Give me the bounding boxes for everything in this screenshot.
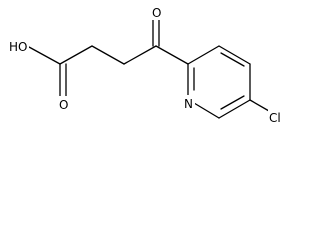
atom-label-ring-nitrogen: N <box>184 97 193 111</box>
atom-label-ketone-oxygen: O <box>152 6 161 20</box>
molecule-structure: HO O O N Cl <box>9 6 281 125</box>
atom-label-acid-oxygen: O <box>59 98 68 112</box>
molecule-diagram: HO O O N Cl <box>9 6 281 125</box>
ring-bond-c2-c3 <box>187 45 220 65</box>
bond-ring-chlorine <box>249 99 270 112</box>
ring-inner-bond-2 <box>220 95 245 110</box>
bond-chain-1 <box>91 45 125 65</box>
bond-carboxyl-chain <box>59 45 93 65</box>
bond-hydroxyl-carboxyl <box>28 46 61 65</box>
ring-bond-c5-c6 <box>218 99 251 119</box>
bond-chain-2 <box>123 45 157 65</box>
ring-inner-bond-1 <box>220 52 245 67</box>
atom-label-hydroxyl: HO <box>9 40 27 54</box>
ring-bond-c6-n <box>193 102 220 119</box>
ring-bond-c3-c4 <box>218 45 251 65</box>
bond-ketone-ring <box>155 45 189 65</box>
atom-label-chlorine: Cl <box>269 111 281 125</box>
